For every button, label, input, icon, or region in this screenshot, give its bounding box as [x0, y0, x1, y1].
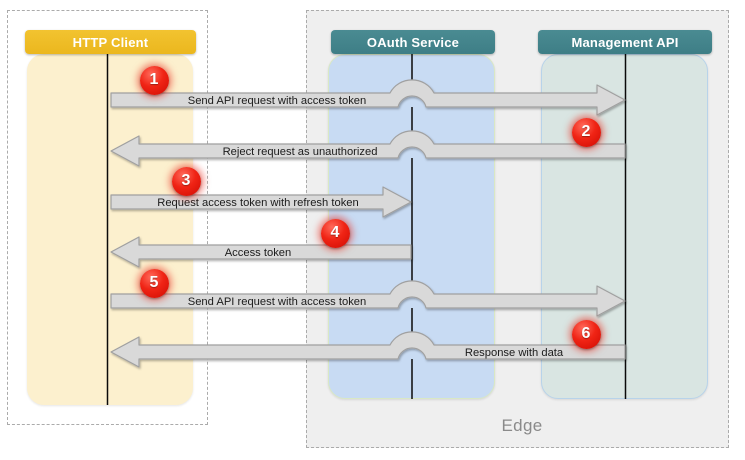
http-client-header: HTTP Client: [25, 30, 196, 54]
oauth-service-lifeline-box: [328, 54, 495, 399]
step-badge-4: 4: [320, 218, 350, 248]
management-api-label: Management API: [571, 34, 679, 50]
oauth-service-header: OAuth Service: [331, 30, 495, 54]
message-label-4: Access token: [225, 247, 292, 259]
edge-container-label: Edge: [501, 416, 543, 435]
step-badge-5: 5: [139, 268, 169, 298]
oauth-service-label: OAuth Service: [366, 34, 460, 50]
http-client-lifeline-box: [27, 54, 193, 405]
http-client-label: HTTP Client: [72, 34, 149, 50]
step-badge-3: 3: [171, 166, 201, 196]
step-badge-2: 2: [571, 117, 601, 147]
management-api-header: Management API: [538, 30, 712, 54]
management-api-lifeline-box: [541, 54, 708, 399]
step-badge-6: 6: [571, 319, 601, 349]
step-badge-1: 1: [139, 65, 169, 95]
